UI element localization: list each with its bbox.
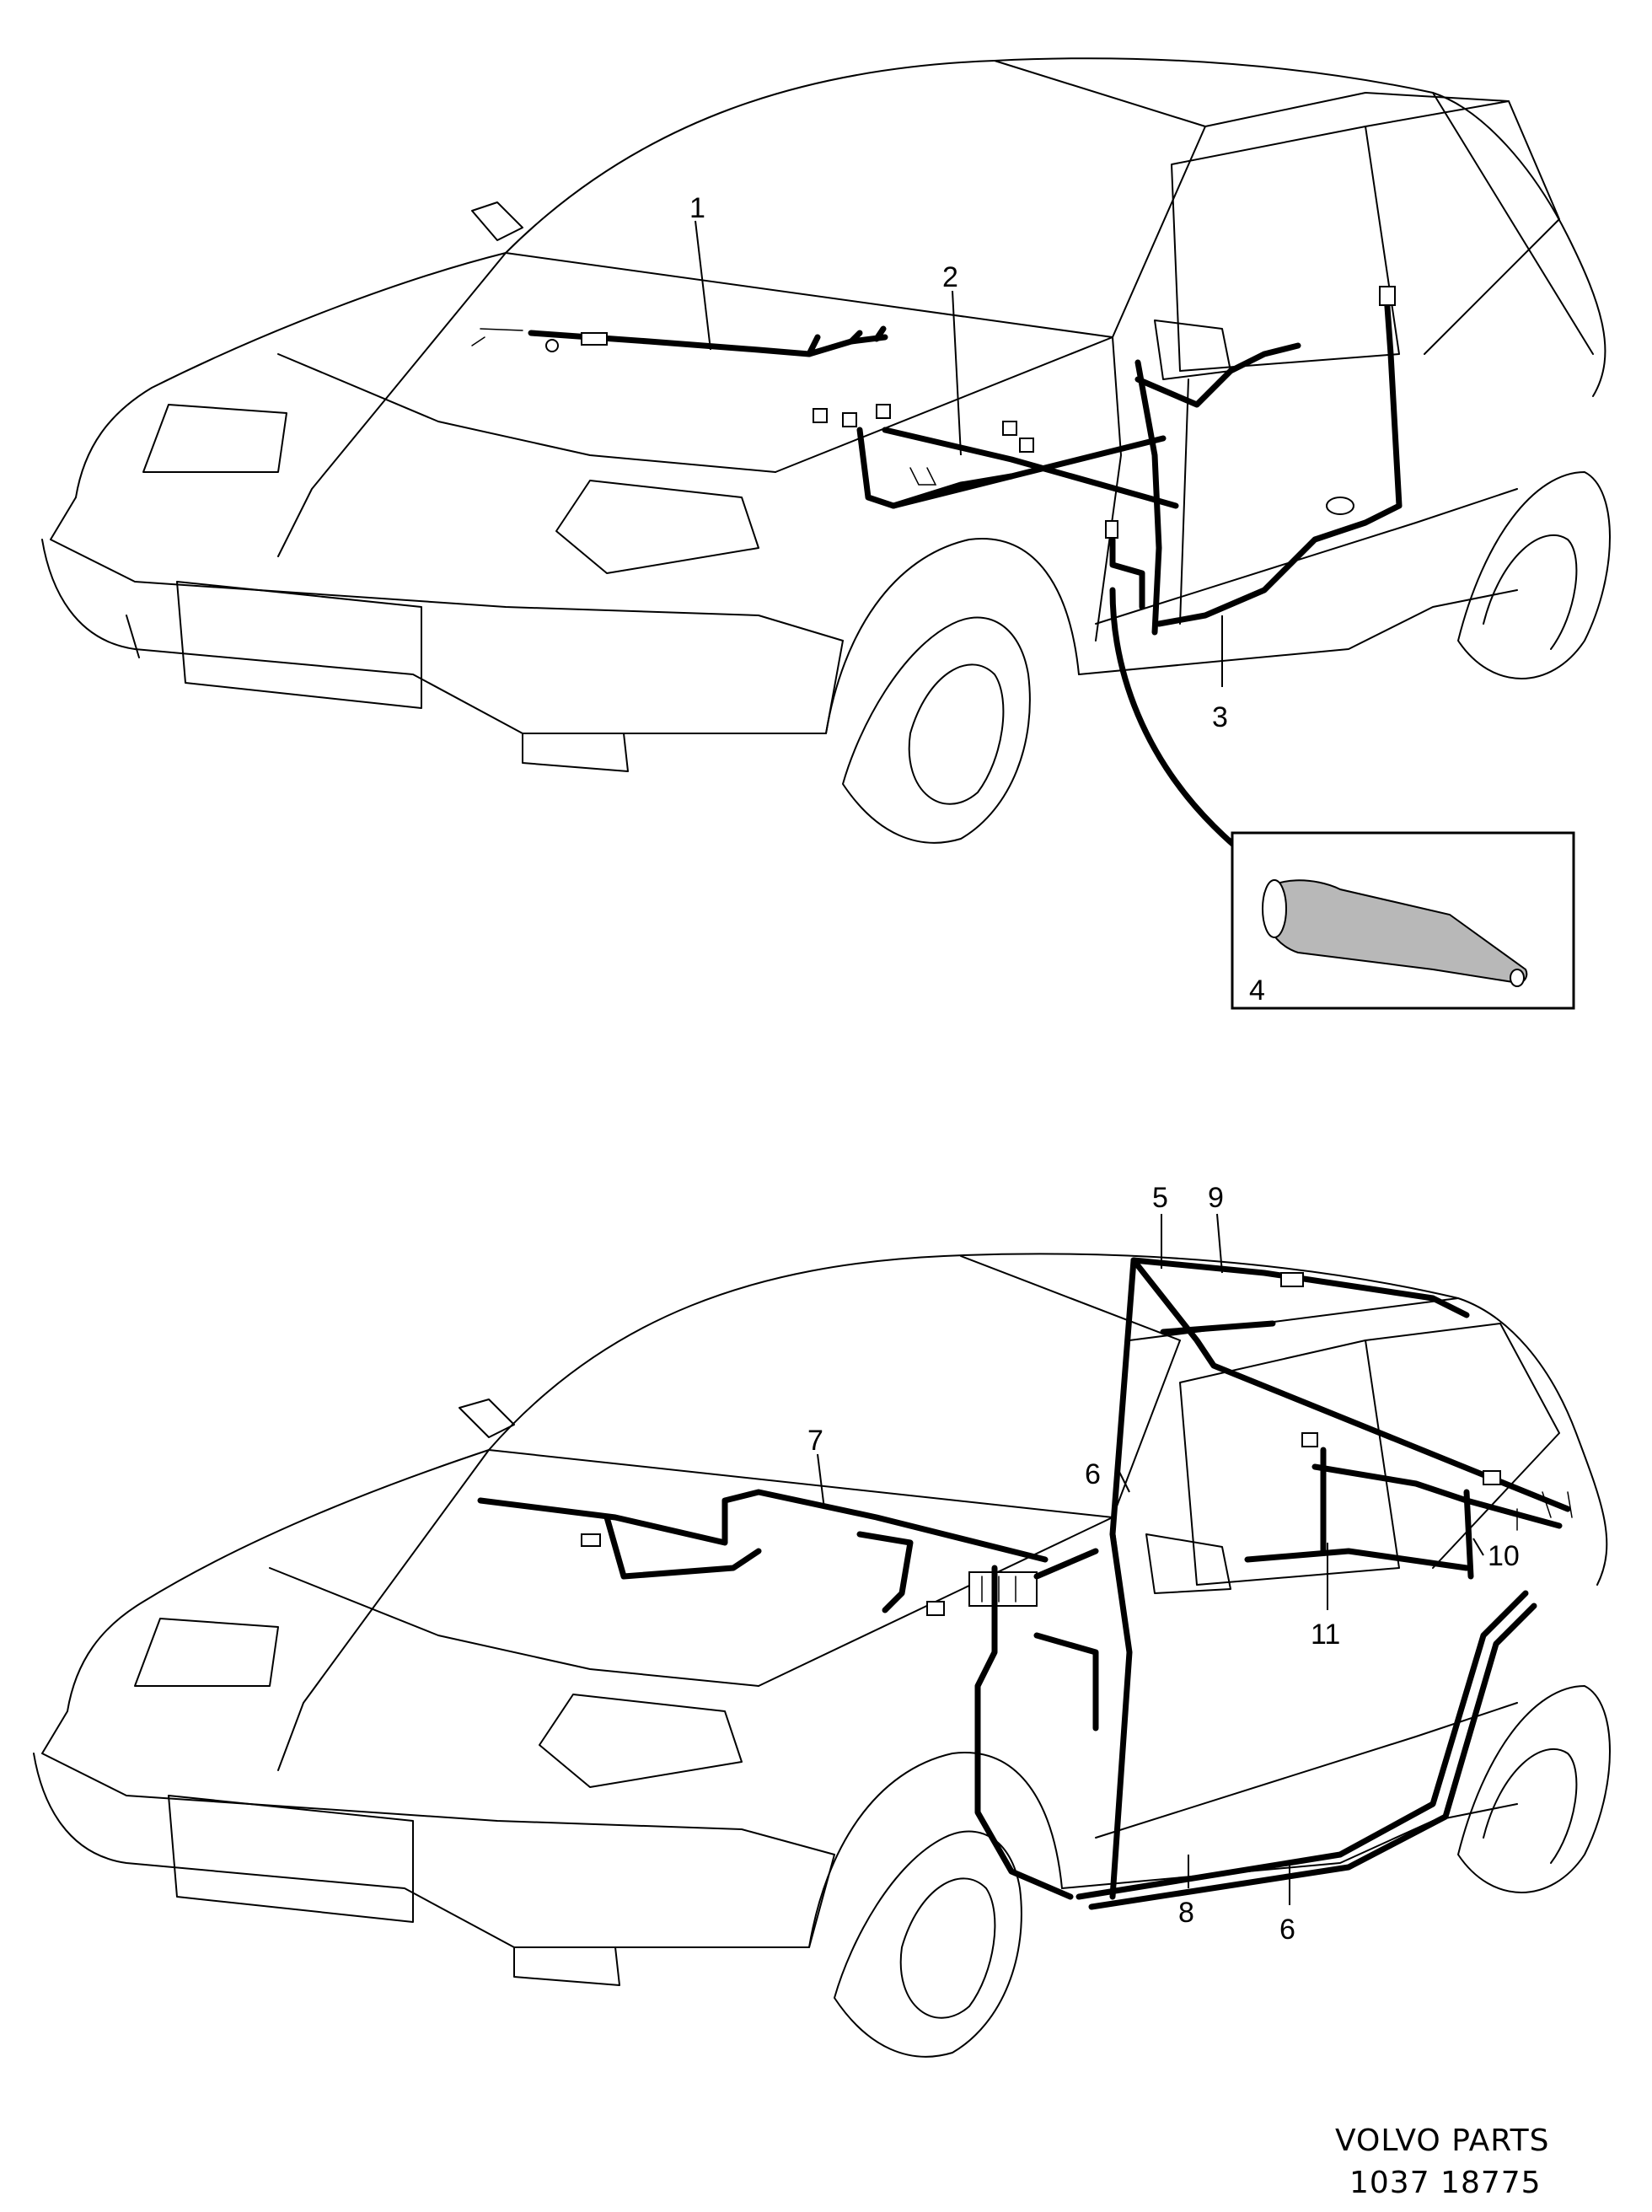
harness-2 bbox=[813, 404, 1179, 509]
callout-4: 4 bbox=[1249, 974, 1265, 1007]
harness-8 bbox=[974, 1548, 1099, 1900]
reference-number: 1037 18775 bbox=[1349, 2166, 1542, 2200]
callout-3: 3 bbox=[1212, 701, 1228, 733]
bottom-car-body bbox=[33, 1253, 1611, 2058]
callout-labels: 1 2 3 4 5 9 6 7 10 11 8 6 bbox=[689, 192, 1520, 1946]
callout-2: 2 bbox=[942, 261, 958, 293]
harness-3 bbox=[1105, 286, 1403, 897]
callout-8: 8 bbox=[1178, 1897, 1194, 1929]
callout-6-upper: 6 bbox=[1085, 1458, 1101, 1490]
harness-6 bbox=[1075, 1257, 1537, 1910]
callout-5: 5 bbox=[1152, 1182, 1168, 1214]
callout-1: 1 bbox=[689, 192, 705, 224]
harness-5-9 bbox=[1130, 1257, 1571, 1512]
callout-7: 7 bbox=[807, 1425, 823, 1457]
reference-brand: VOLVO PARTS bbox=[1335, 2123, 1550, 2158]
top-car-body bbox=[41, 57, 1611, 844]
harness-1 bbox=[471, 325, 888, 357]
callout-9: 9 bbox=[1208, 1182, 1224, 1214]
harness-7 bbox=[477, 1489, 1049, 1616]
callout-6-lower: 6 bbox=[1279, 1914, 1295, 1946]
harness-10-11 bbox=[1244, 1432, 1573, 1580]
callout-11: 11 bbox=[1311, 1619, 1340, 1651]
leader-lines bbox=[695, 220, 1484, 1905]
grommet-detail-box bbox=[1231, 831, 1575, 1010]
callout-10: 10 bbox=[1488, 1540, 1520, 1572]
